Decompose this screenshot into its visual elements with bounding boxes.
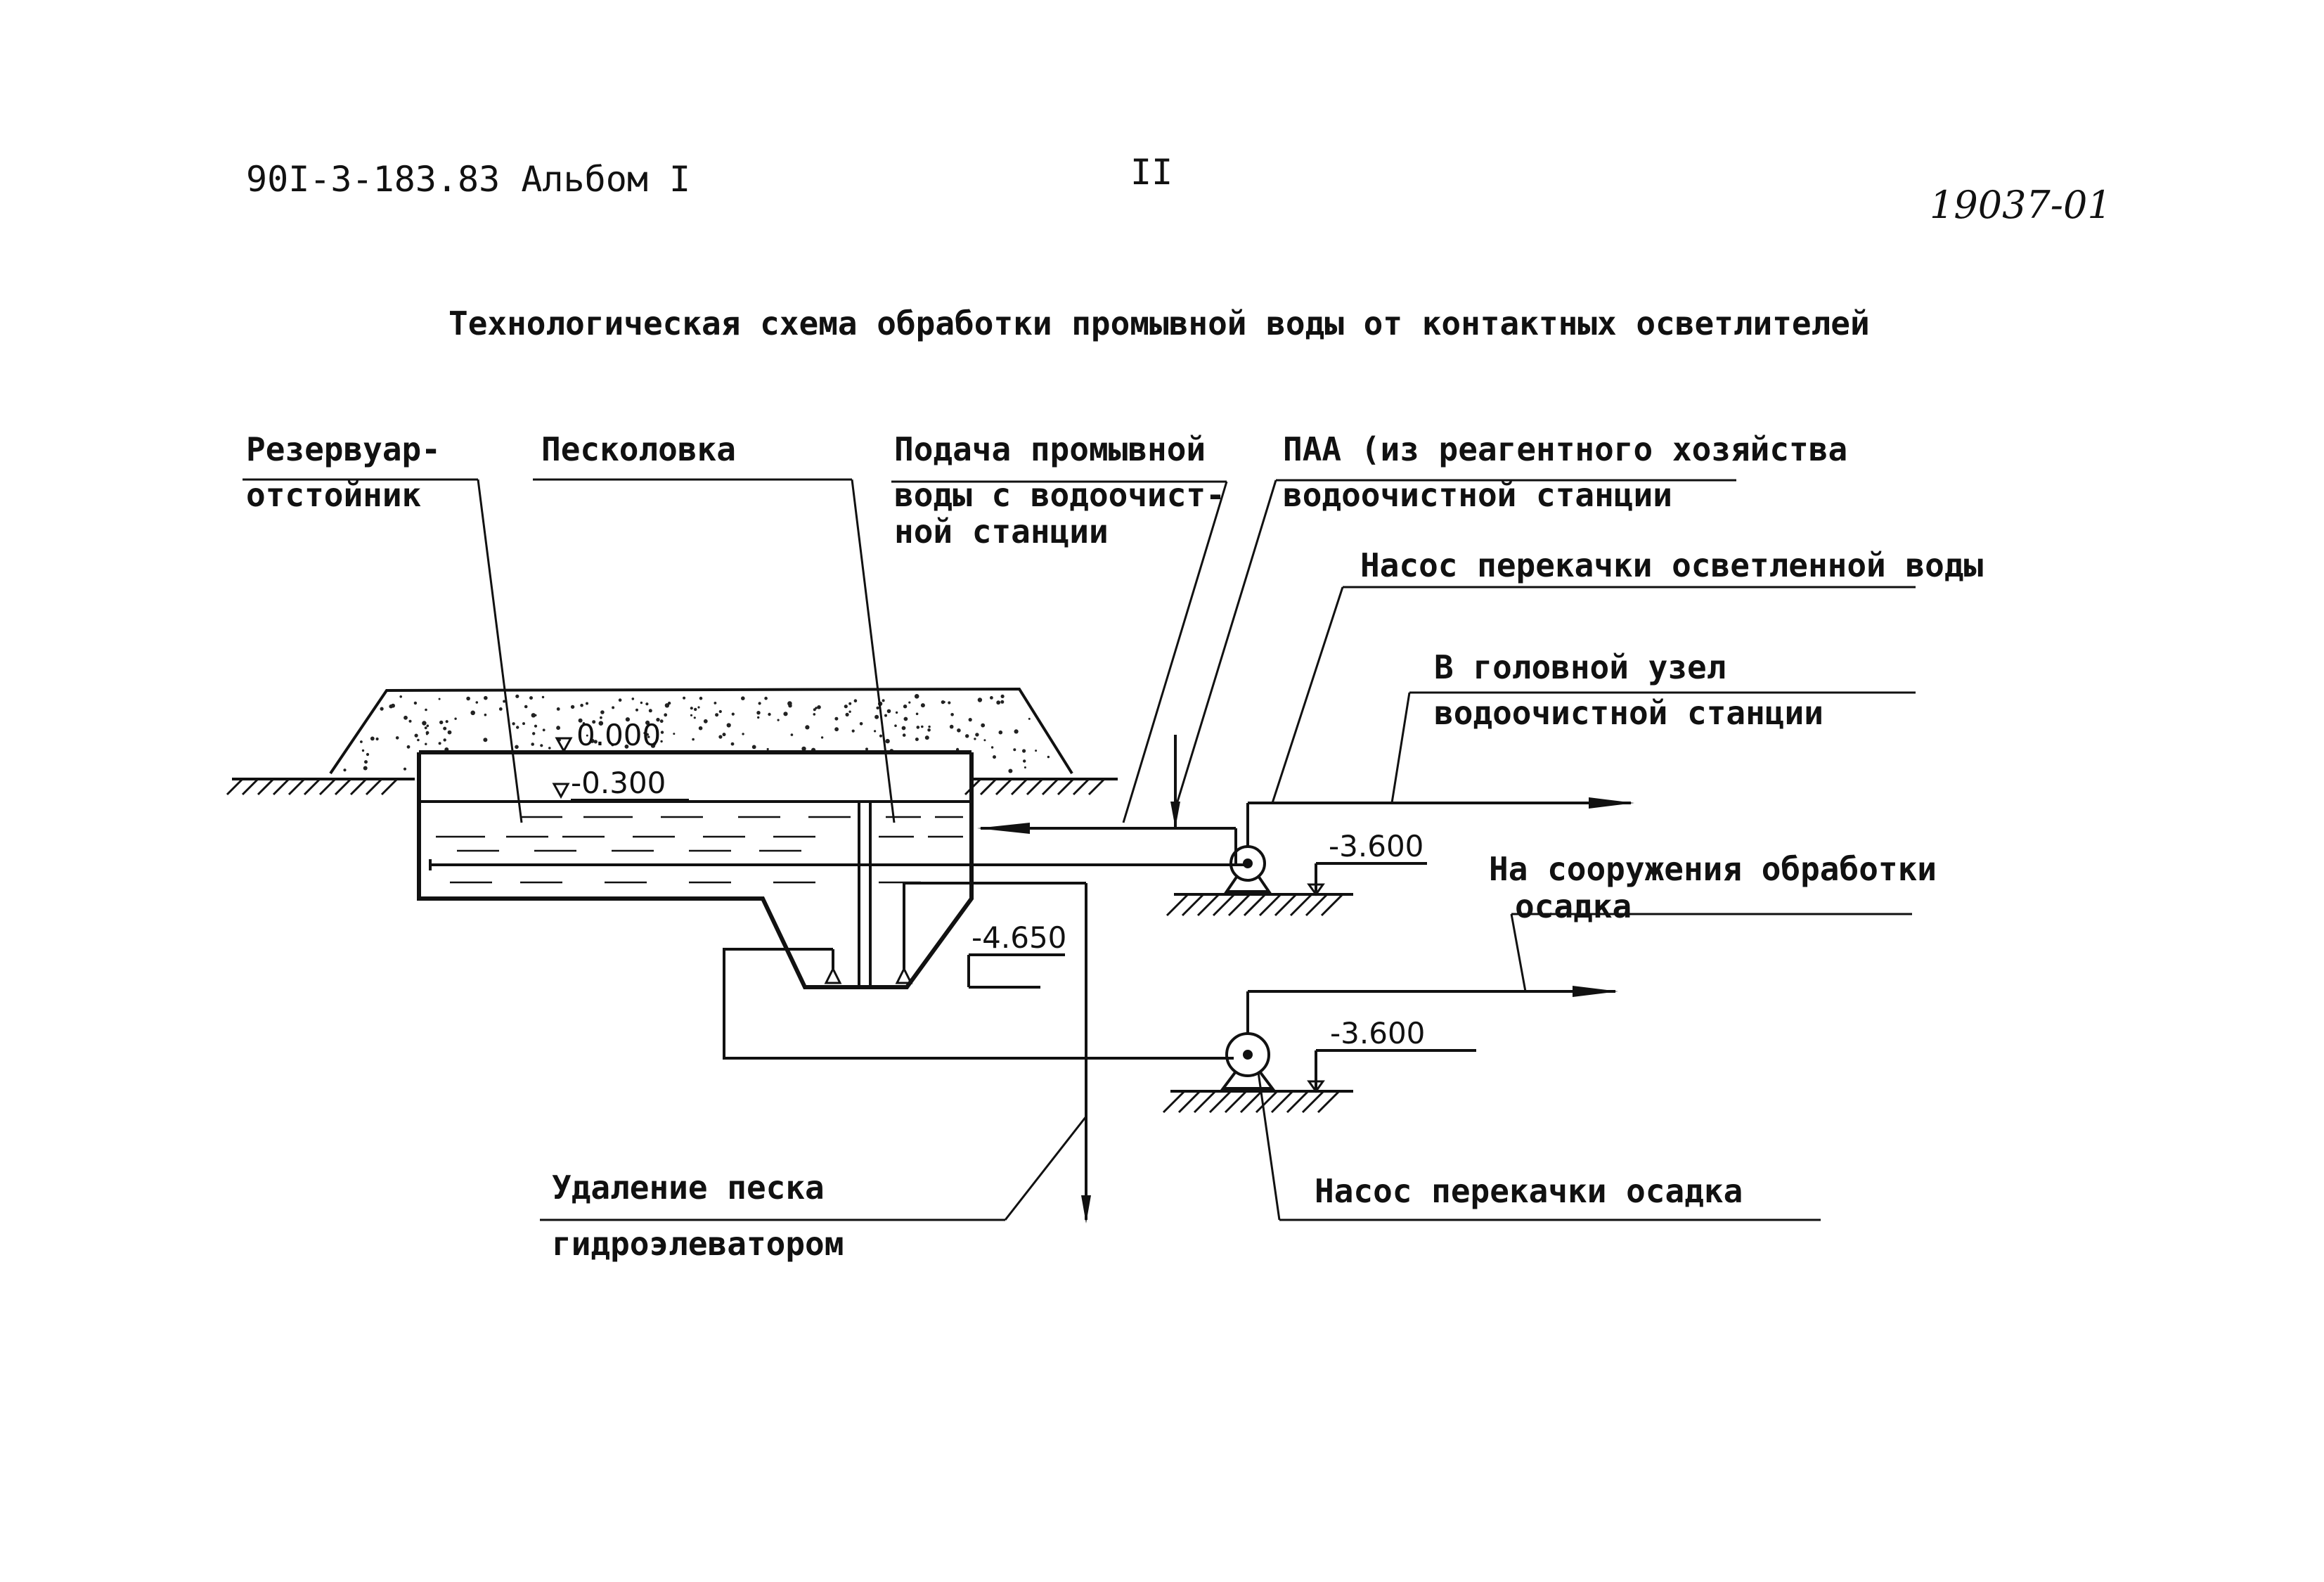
label-paa: ПАА (из реагентного хозяйства водоочистн… xyxy=(1283,430,1847,514)
leader-lines xyxy=(243,478,1916,1221)
ground-line xyxy=(226,778,1118,796)
label-sludge-destination: На сооружения обработки осадка xyxy=(1489,850,1937,925)
svg-text:ПАА (из реагентного хозяйства: ПАА (из реагентного хозяйства xyxy=(1283,430,1847,468)
wash-water-supply-pipe xyxy=(977,823,1237,865)
svg-text:отстойник: отстойник xyxy=(246,476,421,514)
svg-text:ной станции: ной станции xyxy=(894,513,1109,551)
svg-text:Удаление песка: Удаление песка xyxy=(552,1169,825,1207)
diagram-title: Технологическая схема обработки промывно… xyxy=(448,304,1870,342)
svg-text:воды с водоочист-: воды с водоочист- xyxy=(894,476,1225,514)
label-sand-trap: Песколовка xyxy=(541,430,736,468)
svg-text:В головной узел: В головной узел xyxy=(1434,648,1726,686)
label-pump-clarified-water: Насос перекачки осветленной воды xyxy=(1360,546,1983,584)
paa-dosing-arrow xyxy=(1170,735,1180,828)
sand-removal-arrow xyxy=(1081,1097,1091,1223)
sand-fill-texture xyxy=(343,694,1050,773)
level-mark-pump-sludge: -3.600 xyxy=(1307,1016,1476,1093)
level-mark-top: 0.000 xyxy=(555,718,661,754)
svg-text:0.000: 0.000 xyxy=(576,718,661,752)
page-number: II xyxy=(1130,152,1173,193)
svg-text:-0.300: -0.300 xyxy=(571,766,666,800)
level-mark-hopper: -4.650 xyxy=(967,920,1066,989)
water-hatching xyxy=(436,816,963,884)
label-wash-water-supply: Подача промывной воды с водоочист- ной с… xyxy=(894,430,1225,551)
label-head-node: В головной узел водоочистной станции xyxy=(1434,648,1823,732)
svg-text:водоочистной станции: водоочистной станции xyxy=(1434,694,1823,732)
archive-stamp: 19037-01 xyxy=(1930,183,2112,227)
svg-text:-3.600: -3.600 xyxy=(1329,829,1424,863)
embankment xyxy=(329,687,1073,775)
svg-text:-3.600: -3.600 xyxy=(1330,1016,1425,1050)
pump-clarified-water xyxy=(1166,797,1634,917)
svg-text:Подача промывной: Подача промывной xyxy=(894,430,1206,468)
label-reservoir: Резервуар- отстойник xyxy=(246,430,441,514)
svg-text:гидроэлеватором: гидроэлеватором xyxy=(552,1225,844,1263)
svg-text:водоочистной станции: водоочистной станции xyxy=(1283,476,1672,514)
doc-code: 90I-3-183.83 Альбом I xyxy=(246,159,690,200)
reservoir-tank xyxy=(417,750,974,989)
svg-text:-4.650: -4.650 xyxy=(971,920,1066,955)
level-mark-pump-clear: -3.600 xyxy=(1307,829,1427,896)
label-sand-removal: Удаление песка гидроэлеватором xyxy=(552,1169,844,1263)
svg-text:осадка: осадка xyxy=(1515,887,1632,925)
svg-text:Резервуар-: Резервуар- xyxy=(246,430,441,468)
level-mark-water: -0.300 xyxy=(552,766,689,802)
svg-text:На сооружения обработки: На сооружения обработки xyxy=(1489,850,1937,888)
label-pump-sludge: Насос перекачки осадка xyxy=(1315,1172,1743,1210)
collector-pipe xyxy=(429,859,1248,870)
